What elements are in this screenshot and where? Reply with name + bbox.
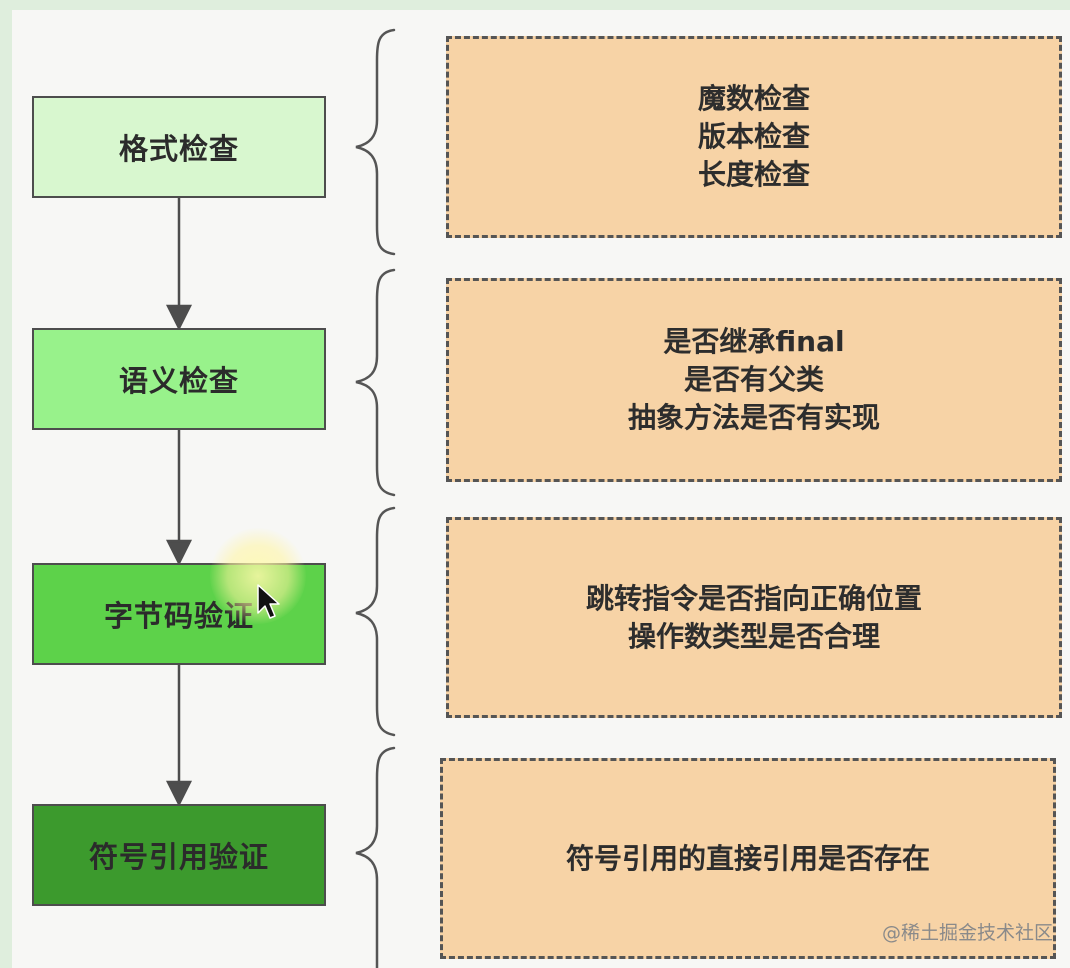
step-format-check: 格式检查 [32, 96, 326, 198]
note-line: 抽象方法是否有实现 [627, 401, 880, 434]
step-semantic-check-label: 语义检查 [118, 364, 239, 398]
note-line: 操作数类型是否合理 [627, 619, 880, 653]
step-format-check-label: 格式检查 [118, 132, 239, 166]
window-left-border [0, 0, 12, 968]
note-line: 跳转指令是否指向正确位置 [585, 581, 922, 615]
arrow-3-to-4-head [165, 780, 193, 807]
curly-braces [355, 28, 396, 968]
note-semantic-check: 是否继承final 是否有父类 抽象方法是否有实现 [446, 278, 1062, 482]
note-line: 符号引用的直接引用是否存在 [565, 841, 930, 875]
brace-1 [355, 28, 396, 256]
mouse-pointer-icon [257, 584, 280, 619]
step-symbol-reference-verification-label: 符号引用验证 [88, 840, 269, 874]
note-line: 长度检查 [697, 158, 810, 191]
brace-2 [355, 268, 396, 497]
step-symbol-reference-verification: 符号引用验证 [32, 804, 326, 906]
window-top-border [0, 0, 1070, 10]
brace-4 [355, 746, 396, 968]
note-line: 魔数检查 [697, 82, 810, 115]
brace-3 [355, 506, 396, 737]
note-line: 是否有父类 [683, 363, 824, 396]
watermark-text: @稀土掘金技术社区 [882, 922, 1054, 944]
flow-arrows [165, 198, 193, 807]
arrow-1-to-2-head [165, 304, 193, 331]
arrow-2-to-3-head [165, 539, 193, 566]
step-semantic-check: 语义检查 [32, 328, 326, 430]
note-bytecode-verification: 跳转指令是否指向正确位置 操作数类型是否合理 [446, 517, 1062, 718]
note-line: 是否继承final [663, 325, 845, 358]
note-format-check: 魔数检查 版本检查 长度检查 [446, 36, 1062, 238]
note-line: 版本检查 [697, 120, 810, 153]
note-symbol-reference-verification: 符号引用的直接引用是否存在 [440, 758, 1056, 959]
